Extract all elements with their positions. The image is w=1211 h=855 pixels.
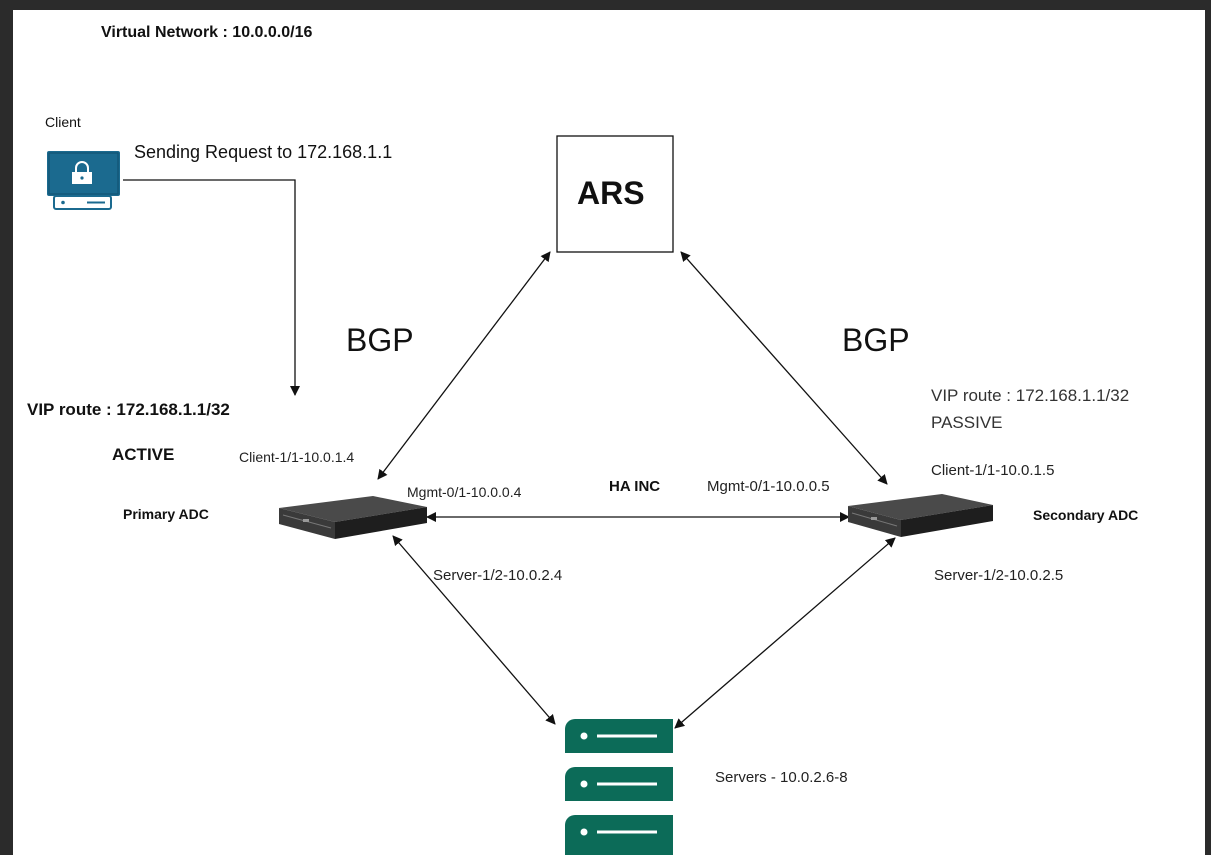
server-unit-3 — [565, 815, 673, 855]
primary-client-interface: Client-1/1-10.0.1.4 — [239, 449, 355, 465]
client-request-connector — [123, 179, 300, 396]
server-link-right — [674, 537, 896, 729]
lock-icon — [72, 161, 92, 184]
primary-adc-icon — [279, 496, 427, 539]
bgp-link-right — [680, 251, 888, 485]
secondary-adc-label: Secondary ADC — [1033, 507, 1139, 523]
primary-server-interface: Server-1/2-10.0.2.4 — [433, 567, 563, 584]
ars-box — [556, 135, 674, 253]
bgp-link-left — [377, 251, 551, 480]
secondary-vip-route: VIP route : 172.168.1.1/32 — [931, 386, 1130, 405]
client-computer-icon — [47, 151, 120, 210]
bgp-label-left: BGP — [346, 322, 414, 358]
server-unit-1 — [565, 719, 673, 753]
ars-label: ARS — [577, 175, 645, 211]
secondary-state: PASSIVE — [931, 413, 1003, 432]
bgp-label-right: BGP — [842, 322, 910, 358]
server-unit-2 — [565, 767, 673, 801]
secondary-mgmt-interface: Mgmt-0/1-10.0.0.5 — [707, 478, 830, 495]
secondary-client-interface: Client-1/1-10.0.1.5 — [931, 462, 1055, 479]
secondary-server-interface: Server-1/2-10.0.2.5 — [934, 567, 1064, 584]
diagram-svg — [47, 135, 993, 855]
client-label: Client — [45, 114, 81, 130]
network-title: Virtual Network : 10.0.0.0/16 — [101, 24, 313, 41]
secondary-adc-icon — [848, 494, 993, 537]
primary-vip-route: VIP route : 172.168.1.1/32 — [27, 400, 230, 419]
servers-label: Servers - 10.0.2.6-8 — [715, 769, 848, 786]
diagram-canvas: Virtual Network : 10.0.0.0/16 Client Sen… — [11, 10, 1205, 855]
servers-icon — [565, 719, 673, 855]
primary-adc-label: Primary ADC — [123, 506, 209, 522]
client-request-label: Sending Request to 172.168.1.1 — [134, 142, 393, 162]
ha-inc-label: HA INC — [609, 478, 661, 495]
server-link-left — [392, 535, 556, 725]
primary-mgmt-interface: Mgmt-0/1-10.0.0.4 — [407, 484, 522, 500]
primary-state: ACTIVE — [112, 445, 175, 464]
